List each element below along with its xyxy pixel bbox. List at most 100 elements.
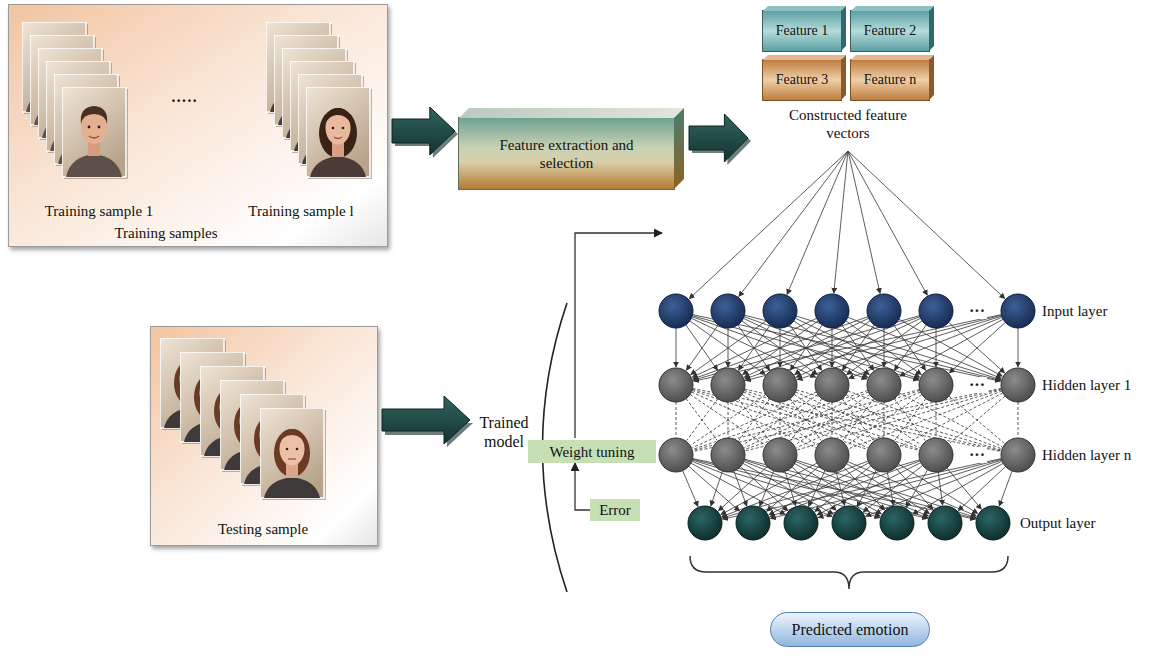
block-arrow (382, 396, 470, 444)
neuron (688, 506, 722, 540)
network-link (796, 392, 920, 448)
network-link (848, 391, 1001, 449)
neuron (815, 438, 849, 472)
neuron (763, 438, 797, 472)
network-link (938, 472, 942, 505)
neuron (919, 368, 953, 402)
neuron (659, 368, 693, 402)
neuron (659, 438, 693, 472)
network-link (1018, 328, 1019, 367)
label-box: Weight tuning (528, 440, 656, 463)
neuron (736, 506, 770, 540)
brace (690, 556, 1008, 589)
network-link (739, 151, 848, 297)
photo-stack (266, 22, 372, 179)
photo-stack (22, 22, 128, 179)
network-link (687, 399, 718, 441)
network-link (711, 471, 723, 506)
feature-cube: Feature 1 (762, 10, 842, 52)
network-link (849, 391, 1002, 449)
face-photo (260, 408, 326, 500)
network-link (936, 402, 937, 437)
photo-stack (160, 338, 326, 500)
neuron (815, 368, 849, 402)
feature-cube: Feature 2 (850, 10, 930, 52)
node-text: Error (599, 501, 631, 519)
node-text: Weight tuning (549, 443, 634, 461)
network-link (958, 467, 1005, 511)
panel-ground (150, 326, 378, 546)
network-link (795, 318, 919, 377)
network-link (790, 325, 822, 370)
network-link (900, 319, 1003, 376)
face-photo (306, 87, 372, 179)
network-link (692, 318, 816, 377)
neuron (919, 438, 953, 472)
network-link (740, 467, 787, 511)
ellipsis: ··· (967, 447, 987, 463)
feature-cube: Feature 3 (762, 59, 842, 101)
network-link (842, 399, 873, 441)
network-link (1018, 402, 1019, 437)
network-link (686, 325, 718, 370)
neuron (763, 368, 797, 402)
node-text: Feature 2 (864, 23, 916, 40)
connector-group (392, 107, 458, 158)
connector-group (575, 463, 590, 510)
network-link (686, 325, 718, 370)
neuron (919, 294, 953, 328)
neuron (867, 438, 901, 472)
network-link (792, 467, 836, 510)
neuron (659, 294, 693, 328)
node-text: Feature extraction and selection (479, 136, 654, 172)
label-box: Error (590, 499, 640, 521)
neuron (1001, 368, 1035, 402)
network-link (790, 399, 821, 441)
neuron (784, 506, 818, 540)
ellipsis: ··· (967, 303, 987, 319)
network-link (734, 471, 747, 506)
network-link (760, 471, 774, 506)
layer-label: Input layer (1042, 302, 1107, 320)
block-arrow (689, 114, 748, 162)
annotation: Trained model (476, 413, 532, 451)
network-link (767, 466, 819, 511)
layer-label: Output layer (1020, 514, 1095, 532)
network-link (900, 393, 1003, 447)
feedback-line (575, 233, 662, 438)
neuron (832, 506, 866, 540)
neuron (880, 506, 914, 540)
network-link (834, 151, 848, 293)
neuron (711, 294, 745, 328)
node-text: ····· (171, 91, 198, 110)
face-photo (62, 87, 128, 179)
network-link (848, 151, 927, 295)
network-link (848, 151, 1005, 299)
network-link (787, 151, 848, 294)
network-link (689, 466, 740, 511)
network-link (689, 151, 848, 299)
network-link (849, 317, 1002, 378)
neuron (867, 294, 901, 328)
connector-group (689, 114, 751, 165)
network-link (694, 315, 1002, 382)
ellipsis: ··· (967, 377, 987, 393)
layer-label: Hidden layer 1 (1042, 376, 1131, 394)
neuron (867, 368, 901, 402)
network-link (683, 471, 698, 507)
block-arrow (392, 107, 455, 155)
network-link (999, 471, 1012, 506)
network-link (738, 325, 770, 370)
network-link (949, 322, 1005, 373)
node-text: Constructed feature vectors (783, 106, 913, 142)
process-box: Feature extraction and selection (458, 117, 675, 190)
neuron (976, 506, 1010, 540)
network-link (947, 468, 982, 509)
node-text: Training sample l (248, 202, 353, 220)
neuron (815, 294, 849, 328)
neuron (711, 368, 745, 402)
neuron (763, 294, 797, 328)
node-text: Feature 3 (776, 72, 828, 89)
